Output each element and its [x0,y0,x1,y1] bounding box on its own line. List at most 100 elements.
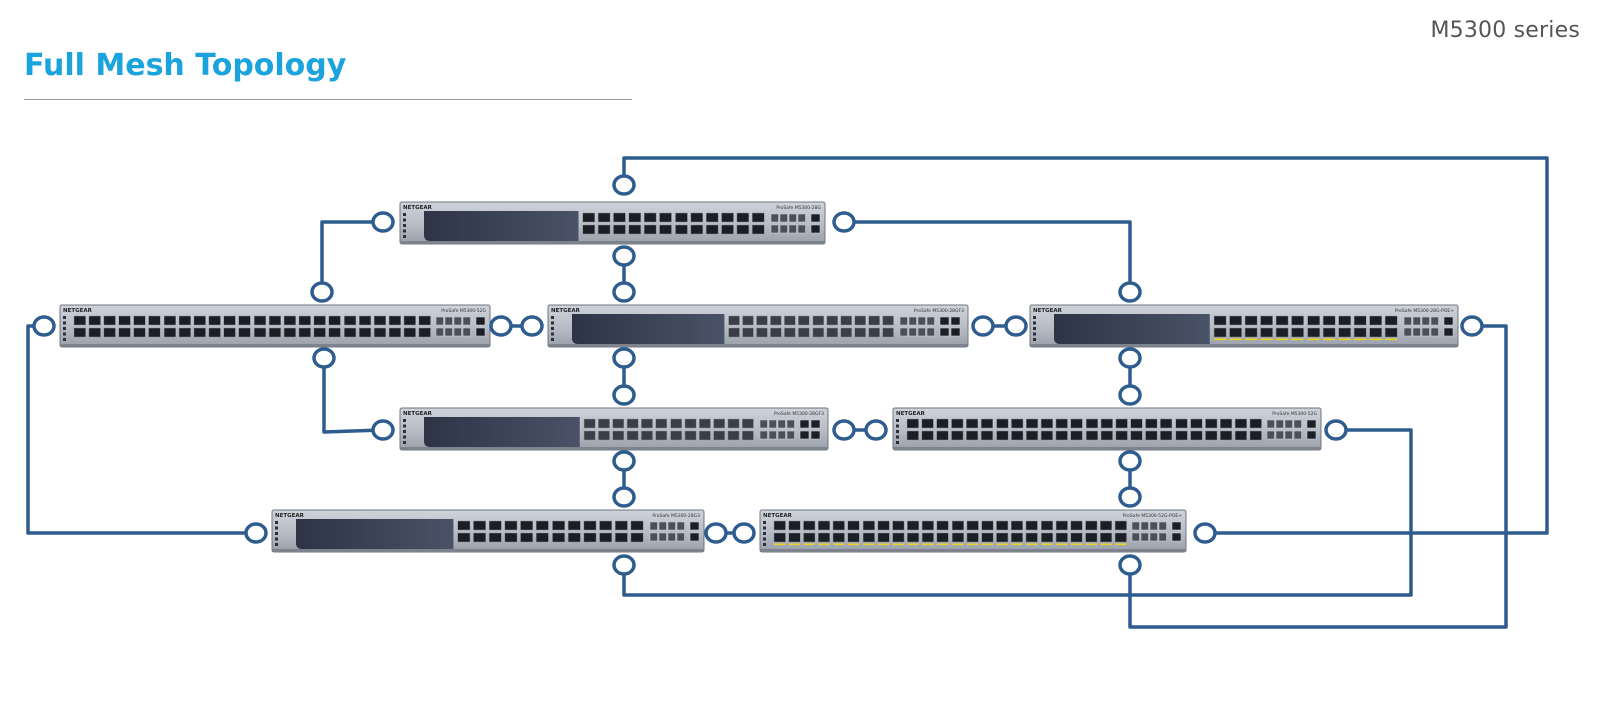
ethernet-port [193,327,206,338]
ethernet-port [73,327,86,338]
ethernet-port [699,418,711,429]
ethernet-port [283,327,296,338]
ethernet-port [670,418,683,429]
ethernet-port [1307,327,1320,338]
sfp-slot [788,213,797,223]
ethernet-port [996,418,1009,429]
ethernet-port [784,315,796,326]
ethernet-port [344,315,357,326]
ethernet-port [951,418,964,429]
connector-ring [489,315,513,337]
ethernet-port [684,418,697,429]
sfp-slot [777,430,786,440]
ethernet-port [148,315,161,326]
ethernet-port [626,430,639,441]
ethernet-port [583,418,596,429]
sfp-slot [658,532,667,542]
ethernet-port [118,315,131,326]
ethernet-port [133,315,146,326]
ethernet-port [742,430,754,441]
status-led [1033,316,1036,319]
ethernet-port [818,520,831,531]
sfp-slot [917,327,926,337]
ethernet-port [612,418,625,429]
connector-ring [310,281,334,303]
ethernet-port [238,315,251,326]
sfp-slot [444,327,453,337]
sfp-slot [1149,521,1158,531]
ethernet-port [798,315,810,326]
poe-indicator [1056,543,1068,546]
uplink-port [689,532,700,542]
ethernet-port [193,315,206,326]
ethernet-port [705,224,719,235]
ethernet-port [313,315,326,326]
ethernet-port [812,315,825,326]
connector-ring [612,486,636,508]
ethernet-port [721,224,734,235]
ethernet-port [1229,315,1242,326]
ethernet-port [488,520,502,531]
connector-ring [864,419,888,441]
uplink-port [799,419,810,429]
ethernet-port [1275,327,1289,338]
ethernet-port [655,430,668,441]
sfp-slot [1421,316,1430,326]
poe-indicator [981,543,994,546]
status-led [63,321,66,325]
status-led [275,526,278,530]
connector-ring [612,174,636,196]
ethernet-port [1070,520,1083,531]
ethernet-port [298,315,311,326]
ethernet-port [756,315,768,326]
sfp-slot [1403,316,1412,326]
mesh-link [320,220,383,292]
sfp-slot [1140,532,1149,542]
uplink-port [1443,327,1454,337]
poe-indicator [1323,338,1336,341]
brand-label: NETGEAR [1033,308,1063,314]
ethernet-port [812,327,825,338]
ethernet-port [906,430,919,441]
ethernet-port [388,327,401,338]
ethernet-port [1026,418,1039,429]
connector-ring [1004,315,1028,337]
ethernet-port [728,315,740,326]
ethernet-port [736,224,750,235]
sfp-slot [462,327,471,337]
sfp-slot [768,430,777,440]
front-panel [424,211,579,241]
ethernet-port [936,418,949,429]
brand-label: NETGEAR [63,308,93,314]
ethernet-port [921,520,934,531]
ethernet-port [854,315,866,326]
poe-indicator [1025,543,1038,546]
sfp-slot [770,224,779,234]
ethernet-port [253,315,267,326]
ethernet-port [921,430,934,441]
ethernet-port [1338,327,1351,338]
ethernet-port [1353,327,1367,338]
sfp-slot [676,532,685,542]
ethernet-port [1213,315,1227,326]
chassis-edge [1030,344,1458,347]
poe-indicator [1041,543,1053,546]
ethernet-port [705,212,719,223]
ethernet-port [1322,327,1336,338]
connector-ring [1118,384,1142,406]
ethernet-port [675,212,688,223]
mesh-link [26,324,256,535]
ethernet-port [641,430,653,441]
ethernet-port [728,327,740,338]
ethernet-port [862,532,875,543]
ethernet-port [996,430,1009,441]
poe-indicator [1214,338,1227,341]
ethernet-port [1100,532,1113,543]
poe-indicator [1245,338,1258,341]
status-led [63,332,66,336]
model-label: ProSafe M5300-28G [776,205,821,211]
ethernet-port [742,327,754,338]
ethernet-port [1384,327,1398,338]
